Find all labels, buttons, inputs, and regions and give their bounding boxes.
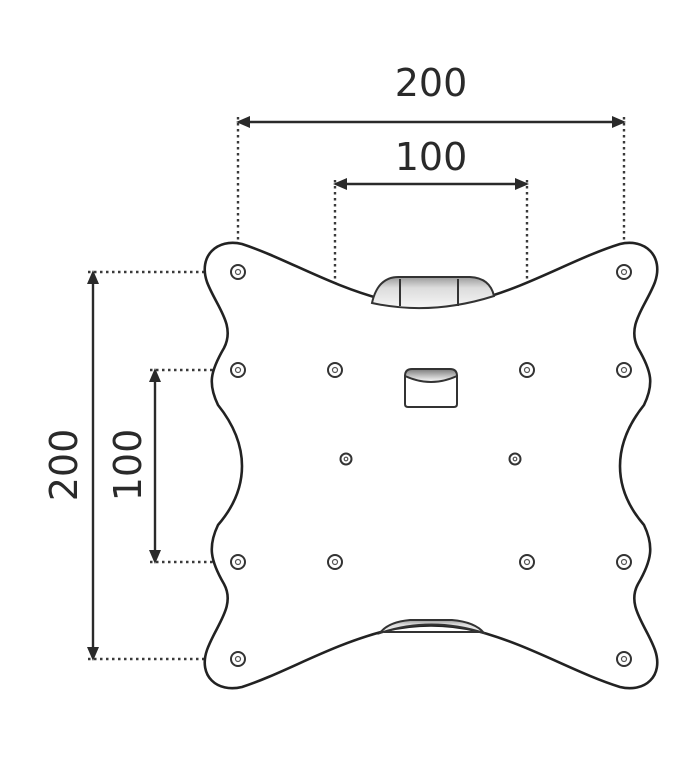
- hole-center-right: [508, 452, 522, 466]
- dim-arrow-100-vertical: [149, 368, 161, 564]
- dim-arrow-100-horizontal: [333, 178, 529, 190]
- hole-left-upper: [230, 362, 246, 378]
- dim-label-outer-horizontal: 200: [395, 61, 468, 105]
- mounting-plate: [203, 241, 659, 690]
- dim-label-inner-vertical: 100: [106, 429, 150, 502]
- hole-200-top-right: [616, 264, 632, 280]
- top-bracket: [370, 275, 496, 310]
- dim-label-inner-horizontal: 100: [395, 135, 468, 179]
- center-lock-tab: [403, 368, 459, 408]
- hole-100-top-right: [519, 362, 535, 378]
- hole-200-bottom-right: [616, 651, 632, 667]
- mounting-holes: [230, 264, 632, 667]
- hole-100-bottom-left: [327, 554, 343, 570]
- hole-right-lower: [616, 554, 632, 570]
- hole-right-upper: [616, 362, 632, 378]
- dim-label-outer-vertical: 200: [42, 429, 86, 502]
- hole-100-bottom-right: [519, 554, 535, 570]
- dim-arrow-200-horizontal: [236, 116, 626, 128]
- bottom-bracket: [377, 619, 487, 635]
- hole-200-top-left: [230, 264, 246, 280]
- hole-left-lower: [230, 554, 246, 570]
- hole-center-left: [339, 452, 353, 466]
- dimension-arrows: [87, 116, 626, 661]
- hole-200-bottom-left: [230, 651, 246, 667]
- hole-100-top-left: [327, 362, 343, 378]
- dim-arrow-200-vertical: [87, 270, 99, 661]
